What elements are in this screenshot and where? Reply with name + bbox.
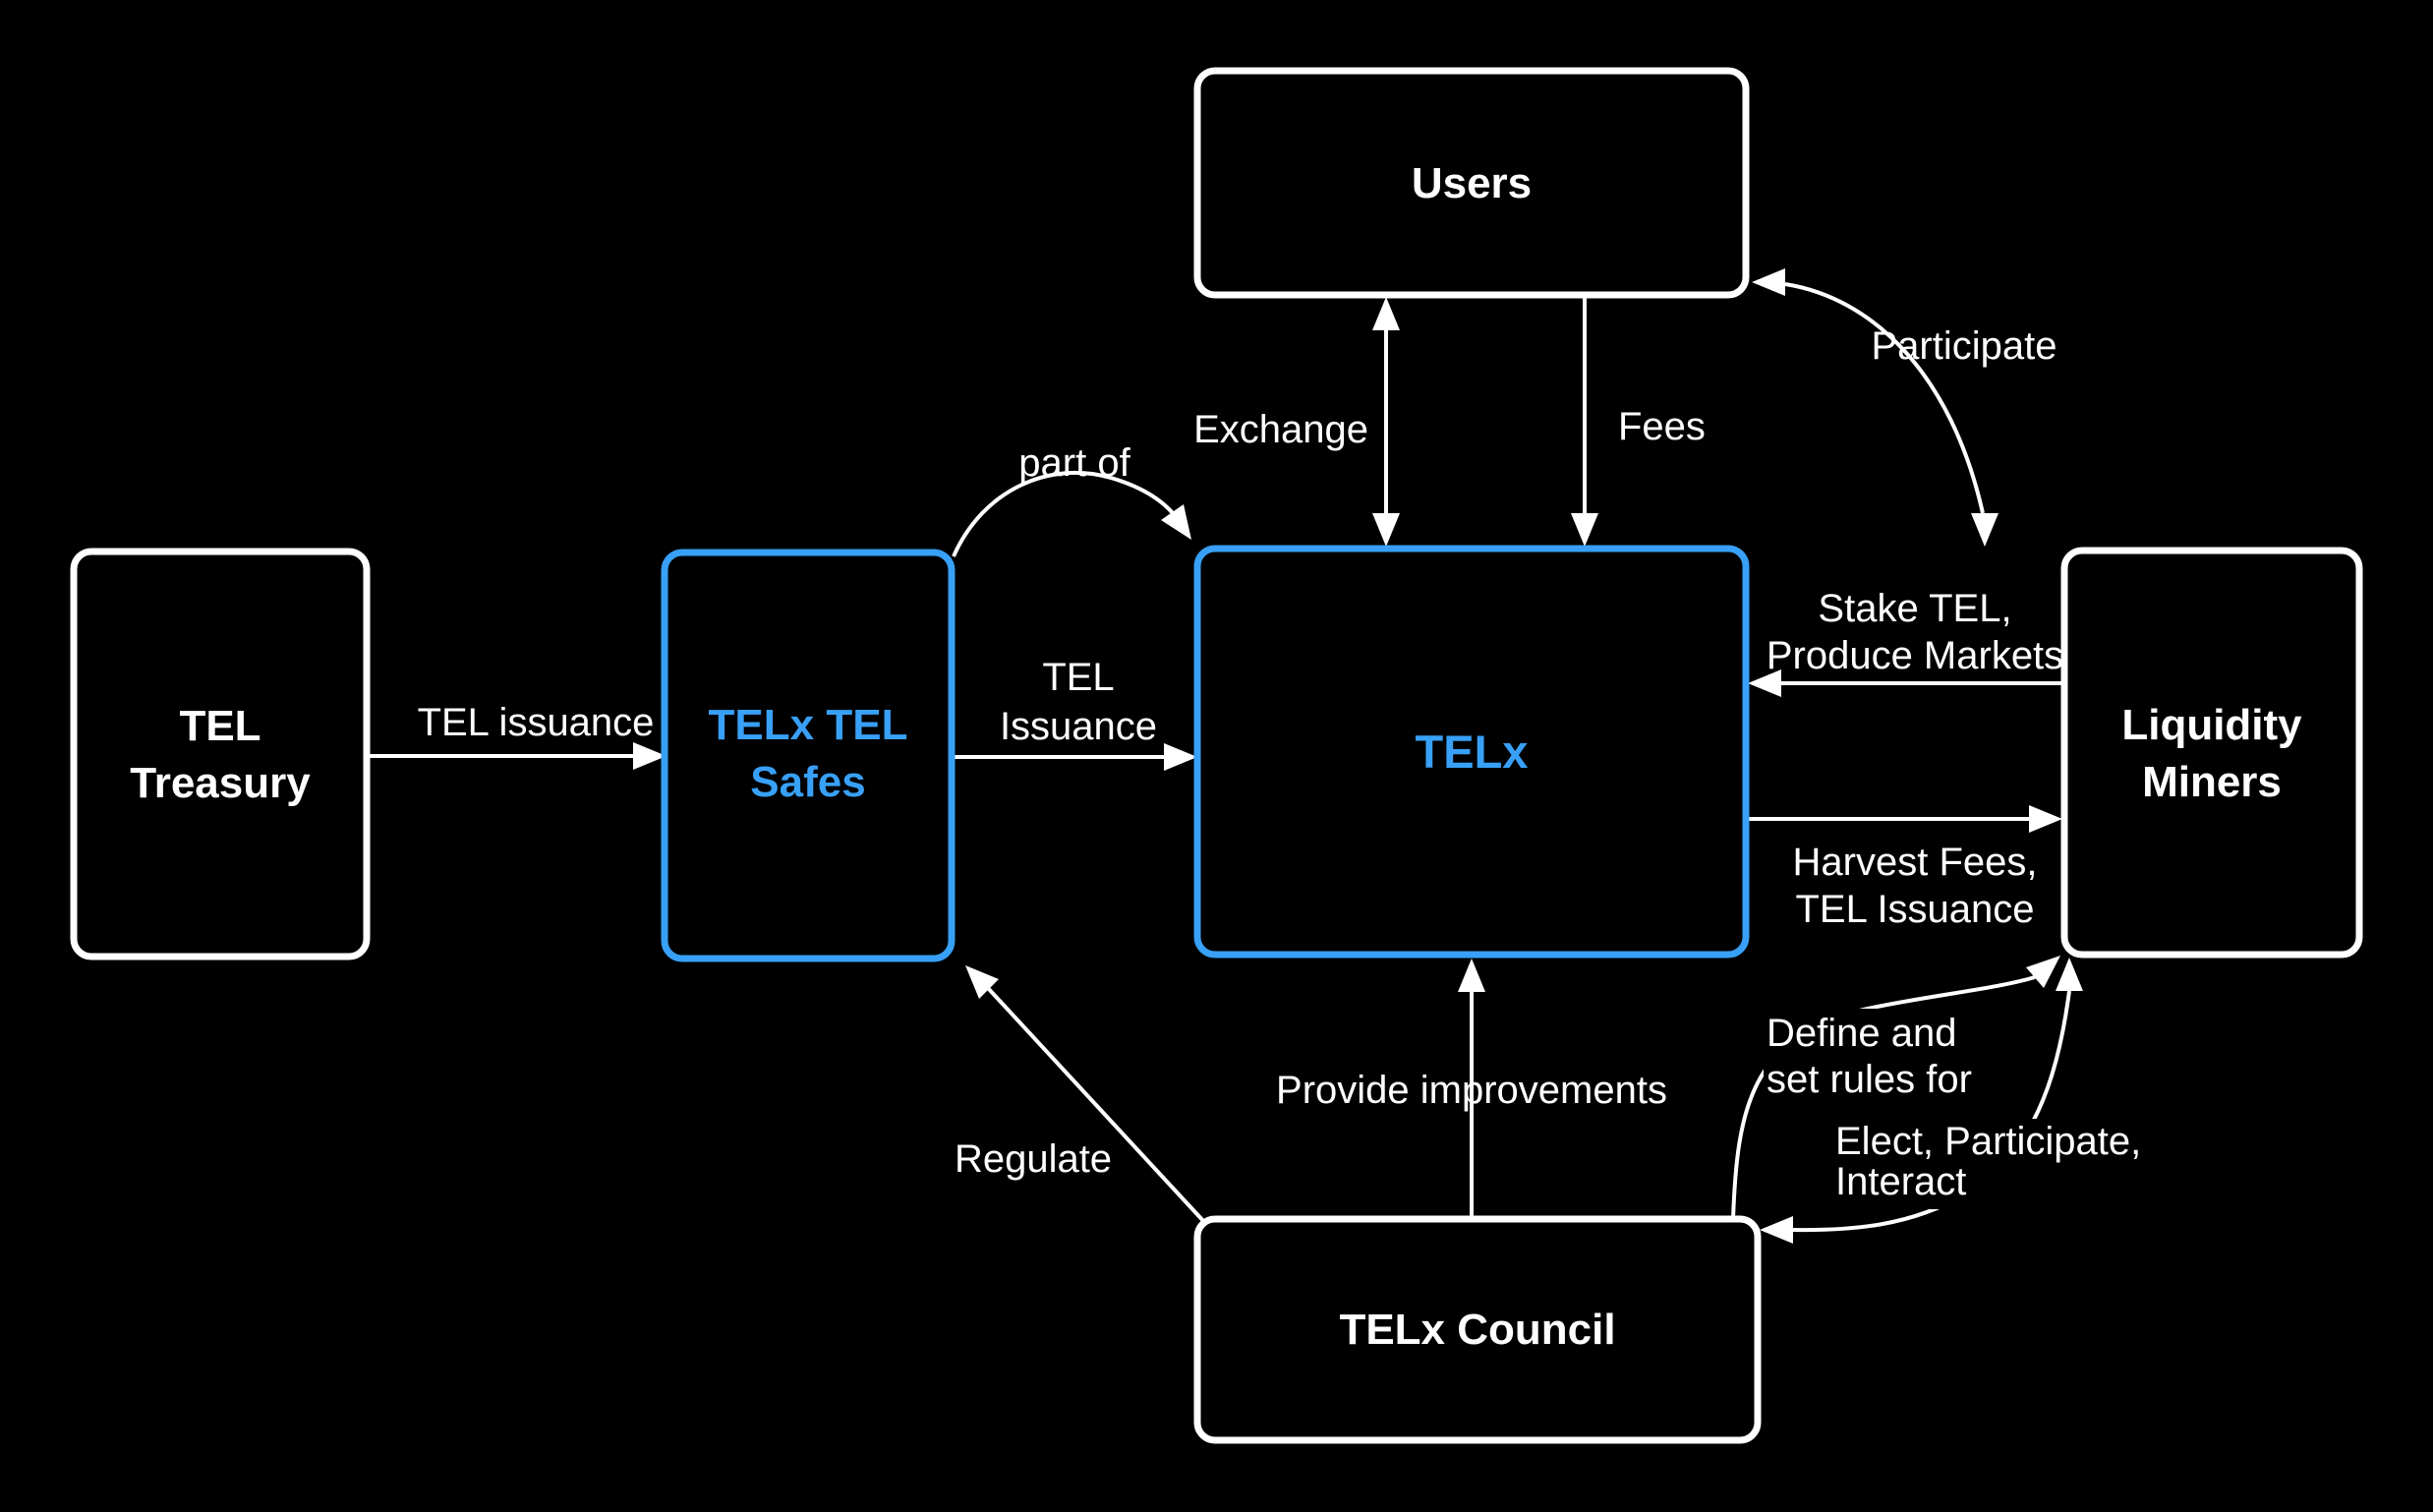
edge-users-exchange-telx: Exchange [1193, 297, 1400, 547]
arrowhead-up-left-icon [965, 965, 999, 999]
node-telx-council: TELx Council [1193, 1215, 1762, 1444]
edge-label-provide-improvements: Provide improvements [1276, 1069, 1667, 1112]
node-tel-treasury: TEL Treasury [70, 548, 371, 960]
edge-label-harvest-line2: TEL Issuance [1795, 888, 2034, 931]
node-telx-tel-safes-label-line1: TELx TEL [709, 701, 908, 749]
node-tel-treasury-label-line1: TEL [179, 702, 261, 750]
edge-label-tel-issuance: TEL issuance [418, 701, 655, 744]
node-tel-treasury-label-line2: Treasury [130, 759, 311, 807]
edge-label-part-of: part of [1018, 441, 1130, 485]
node-telx-tel-safes-box [661, 549, 956, 962]
arrowhead-right-icon [1164, 743, 1197, 771]
edge-safes-part-of-telx: part of [952, 441, 1191, 557]
edge-label-exchange: Exchange [1193, 408, 1368, 451]
edge-curve [1784, 282, 1985, 514]
edge-label-participate: Participate [1872, 324, 2057, 368]
edge-council-define-miners: Define and set rules for [1731, 956, 2060, 1220]
edge-label-elect-line1: Elect, Participate, [1835, 1120, 2141, 1163]
node-telx-council-box [1193, 1215, 1762, 1444]
edge-label-define-line2: set rules for [1767, 1058, 1972, 1101]
node-liquidity-miners-label-line1: Liquidity [2121, 701, 2302, 749]
node-liquidity-miners-label-line2: Miners [2142, 758, 2282, 806]
node-liquidity-miners: Liquidity Miners [2060, 547, 2363, 959]
arrowhead-left-icon [1752, 268, 1785, 296]
node-telx: TELx [1193, 545, 1750, 959]
node-telx-tel-safes-label-line2: Safes [750, 758, 865, 806]
edge-users-fees-telx: Fees [1571, 295, 1706, 547]
arrowhead-right-icon [2029, 805, 2062, 833]
label-background [1826, 1119, 2171, 1209]
edge-council-regulate-safes: Regulate [955, 965, 1207, 1225]
node-users-box [1193, 67, 1750, 299]
arrowhead-left-icon [1760, 1216, 1793, 1244]
arrowhead-down-icon [1971, 513, 1999, 547]
edge-label-harvest-line1: Harvest Fees, [1793, 841, 2038, 884]
edge-label-regulate: Regulate [955, 1137, 1112, 1181]
node-telx-box [1193, 545, 1750, 959]
arrowhead-right-icon [633, 742, 666, 770]
arrowhead-up-icon [2056, 958, 2083, 991]
edge-miners-elect-council: Elect, Participate, Interact [1760, 958, 2171, 1244]
arrowhead-up-icon [1372, 297, 1400, 330]
node-users: Users [1193, 67, 1750, 299]
arrowhead-down-right-icon [1161, 504, 1191, 540]
edge-label-stake-line1: Stake TEL, [1818, 587, 2011, 630]
edge-treasury-to-safes: TEL issuance [367, 701, 666, 770]
node-telx-tel-safes: TELx TEL Safes [661, 549, 956, 962]
arrowhead-down-icon [1372, 513, 1400, 547]
label-background [1764, 1009, 2013, 1103]
edge-label-tel-issuance-line2: Issuance [1000, 705, 1157, 748]
edge-safes-to-telx: TEL Issuance [952, 656, 1197, 771]
edge-label-elect-line2: Interact [1835, 1160, 1966, 1203]
arrowhead-left-icon [1748, 669, 1781, 697]
node-tel-treasury-box [70, 548, 371, 960]
node-telx-council-label: TELx Council [1339, 1306, 1615, 1354]
edge-line [985, 985, 1207, 1225]
node-liquidity-miners-box [2060, 547, 2363, 959]
arrowhead-up-icon [1458, 959, 1485, 992]
edge-miners-stake-telx: Stake TEL, Produce Markets [1748, 587, 2064, 697]
edge-council-provide-telx: Provide improvements [1276, 959, 1667, 1219]
arrowhead-up-right-icon [2026, 956, 2060, 988]
edge-label-define-line1: Define and [1767, 1012, 1956, 1055]
edge-label-fees: Fees [1618, 405, 1706, 448]
edge-miners-participate-users: Participate [1752, 268, 2056, 547]
node-telx-label: TELx [1416, 726, 1529, 778]
arrowhead-down-icon [1571, 513, 1598, 547]
edge-label-stake-line2: Produce Markets [1767, 634, 2063, 677]
edge-curve [952, 470, 1175, 557]
edge-telx-harvest-miners: Harvest Fees, TEL Issuance [1746, 805, 2062, 931]
edge-label-tel-issuance-line1: TEL [1042, 656, 1114, 699]
node-users-label: Users [1412, 159, 1532, 207]
